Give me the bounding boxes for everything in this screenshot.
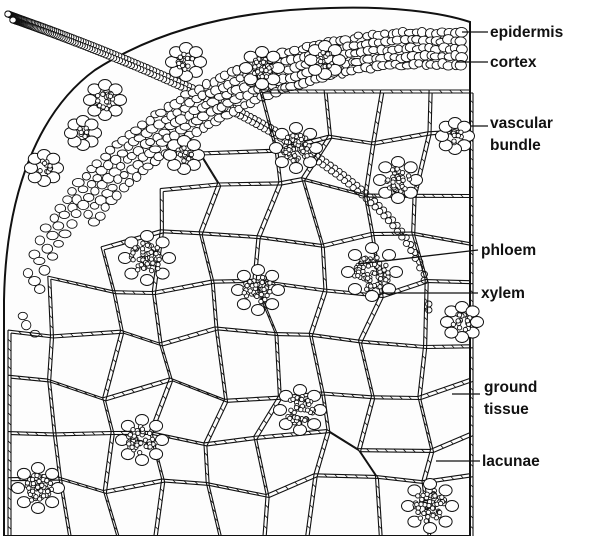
label-xylem: xylem — [481, 285, 525, 302]
label-ground-tissue-line2: tissue — [484, 401, 529, 418]
label-phloem: phloem — [481, 242, 536, 259]
label-cortex: cortex — [490, 54, 537, 71]
label-epidermis: epidermis — [490, 24, 563, 41]
tissue-illustration — [4, 8, 484, 536]
label-lacunae: lacunae — [482, 453, 540, 470]
label-ground-tissue-line1: ground — [484, 379, 537, 396]
label-vascular-bundle-line2: bundle — [490, 137, 541, 154]
labels: epidermis cortex vascular bundle phloem … — [481, 24, 563, 470]
label-vascular-bundle-line1: vascular — [490, 115, 553, 132]
